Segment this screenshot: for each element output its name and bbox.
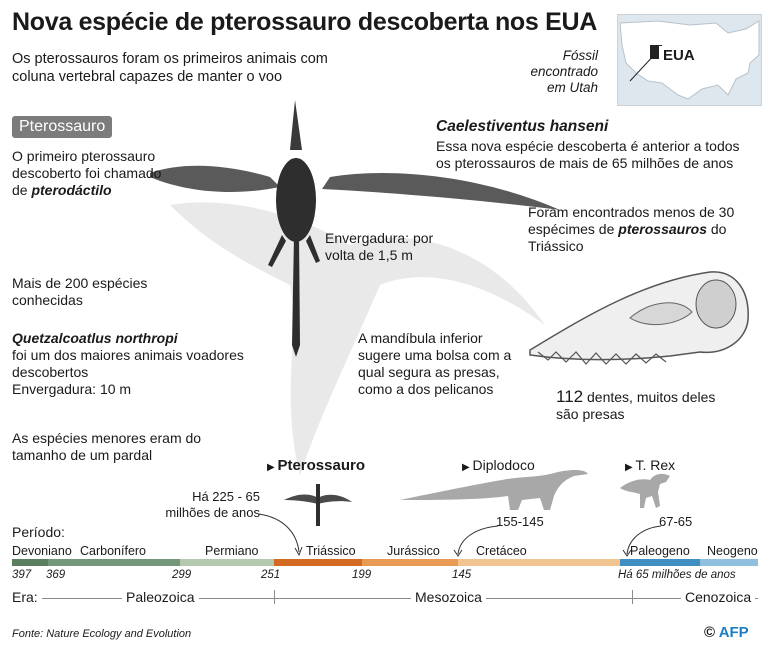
page-title: Nova espécie de pterossauro descoberta n… [12, 8, 598, 36]
bar-jurassico [362, 559, 458, 566]
teeth-row [537, 351, 667, 365]
eye-socket [695, 279, 737, 329]
era-divider-1 [274, 590, 275, 604]
period-jurassico: Jurássico [387, 544, 440, 558]
page-subtitle: Os pterossauros foram os primeiros anima… [12, 51, 328, 85]
pterosaur-illustration [150, 100, 560, 475]
right-wing [322, 173, 560, 210]
period-carbonifero: Carbonífero [80, 544, 147, 558]
skull-illustration [529, 271, 749, 365]
head-crest [290, 100, 302, 150]
year-299: 299 [172, 569, 192, 581]
bar-triassico [274, 559, 362, 566]
right-leg [306, 235, 320, 263]
period-cretaceo: Cretáceo [476, 544, 527, 558]
era-cenozoica: Cenozoica [681, 589, 756, 605]
bar-cretaceo [458, 559, 620, 566]
diplodocus-icon [400, 470, 588, 510]
map-country-label: EUA [659, 46, 699, 65]
period-triassico: Triássico [306, 544, 356, 558]
bar-paleogeno [620, 559, 700, 566]
animal-diplodocus-label: ▶ Diplodoco [462, 457, 535, 473]
bar-devoniano [12, 559, 48, 566]
pterosaur-arrow [258, 513, 303, 557]
bar-permiano [180, 559, 274, 566]
left-wing [150, 165, 280, 192]
period-neogeno: Neogeno [707, 544, 758, 558]
pterosaur-tail [292, 235, 300, 357]
quetzalcoatlus-name: Quetzalcoatlus northropi [12, 330, 178, 346]
animal-pterosaur-range: Há 225 - 65 milhões de anos [165, 489, 260, 520]
fossil-note: Fóssil encontrado em Utah [530, 48, 598, 95]
animal-pterosaur-label: ▶ Pterossauro [267, 457, 366, 474]
left-leg [268, 235, 286, 267]
source-footer: Fonte: Nature Ecology and Evolution [12, 628, 192, 640]
trex-arrow [622, 525, 662, 557]
era-mesozoica: Mesozoica [411, 589, 486, 605]
species-desc: Essa nova espécie descoberta é anterior … [436, 138, 740, 171]
period-permiano: Permiano [205, 544, 259, 558]
quetzalcoatlus-desc: foi um dos maiores animais voadores desc… [12, 347, 244, 380]
animal-trex-label: ▶ T. Rex [625, 457, 676, 473]
year-369: 369 [46, 569, 66, 581]
wingspan-text: Envergadura: por volta de 1,5 m [325, 230, 434, 263]
quetzalcoatlus-span: Envergadura: 10 m [12, 381, 132, 397]
trex-icon [620, 473, 670, 508]
pterosaur-small-icon [284, 484, 352, 526]
era-line [42, 598, 758, 599]
specimens-text: Foram encontrados menos de 30 espécimes … [528, 204, 735, 254]
teeth-text: 112 dentes, muitos deles são presas [556, 387, 716, 422]
year-65: Há 65 milhões de anos [618, 569, 736, 581]
period-paleogeno: Paleogeno [630, 544, 690, 558]
smaller-species: As espécies menores eram do tamanho de u… [12, 430, 202, 463]
pointer-line [629, 52, 657, 82]
year-397: 397 [12, 569, 32, 581]
skull-opening [629, 302, 693, 325]
era-label: Era: [12, 589, 38, 605]
year-251: 251 [261, 569, 281, 581]
year-145: 145 [452, 569, 472, 581]
era-paleozoica: Paleozoica [122, 589, 199, 605]
jaw-text: A mandíbula inferior sugere uma bolsa co… [358, 330, 512, 397]
era-divider-2 [632, 590, 633, 604]
species-count: Mais de 200 espécies conhecidas [12, 275, 148, 308]
period-label: Período: [12, 524, 65, 540]
pterosaur-shadow [170, 202, 545, 475]
agency-logo: © AFP [704, 624, 749, 641]
animal-trex-range: 67-65 [659, 514, 693, 529]
animal-diplodocus-range: 155-145 [496, 514, 544, 529]
pterosaur-body [276, 158, 316, 242]
species-name: Caelestiventus hanseni [436, 118, 609, 135]
year-199: 199 [352, 569, 372, 581]
bar-neogeno [700, 559, 758, 566]
bar-carbonifero [48, 559, 180, 566]
diplodocus-arrow [453, 525, 499, 557]
period-devoniano: Devoniano [12, 544, 72, 558]
first-pterosaur-text: O primeiro pterossauro descoberto foi ch… [12, 148, 162, 198]
pterosaur-badge: Pterossauro [12, 116, 113, 138]
